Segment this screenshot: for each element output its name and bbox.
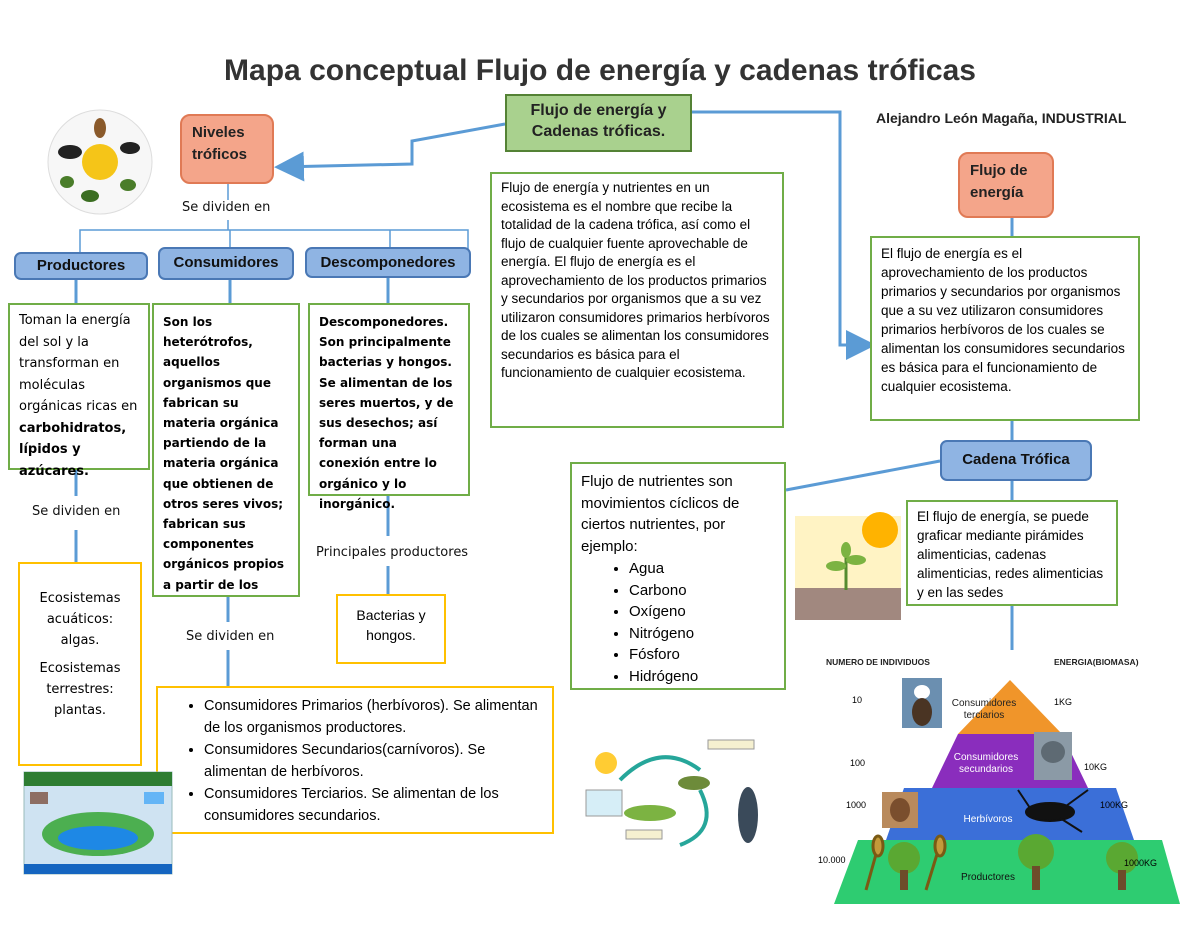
pyramid-right-header: ENERGIA(BIOMASA) [1054,657,1139,667]
pyramid-energy: 1000KG [1124,858,1158,868]
pyramid-count: 100 [850,758,866,768]
productores-text: Toman la energía del sol y la transforma… [19,313,138,414]
pyramid-count: 10 [852,695,863,705]
consumidores-node: Consumidores [158,247,294,280]
pyramid-energy: 10KG [1084,762,1108,772]
bacterias-hongos-box: Bacterias y hongos. [336,594,446,664]
nutrientes-intro: Flujo de nutrientes son movimientos cícl… [581,473,740,555]
wheat-icon [864,834,947,891]
pyramid-energy: 1KG [1054,697,1073,707]
nutriente-item: Agua [629,558,775,580]
consumidores-type-item: Consumidores Terciarios. Se alimentan de… [204,784,543,827]
pyramid-count: 1000 [846,800,867,810]
productores-description: Toman la energía del sol y la transforma… [8,303,150,479]
consumidores-description: Son los heterótrofos, aquellos organismo… [152,303,300,597]
ecosistemas-terrestres: Ecosistemas terrestres: plantas. [39,661,121,718]
ecosistemas-box: Ecosistemas acuáticos: algas. Ecosistema… [18,562,142,766]
nutriente-item: Fósforo [629,644,775,666]
consumidores-type-item: Consumidores Primarios (herbívoros). Se … [204,696,543,739]
page-title: Mapa conceptual Flujo de energía y caden… [224,54,976,87]
cricket-icon [1017,789,1089,833]
cadena-trofica-description: El flujo de energía, se puede graficar m… [906,500,1118,606]
pyramid-count: 10.000 [818,855,846,865]
flujo-energia-node: Flujo de energía [958,152,1054,218]
arrow-root-to-flujo [692,110,876,360]
consumidores-types-box: Consumidores Primarios (herbívoros). Se … [156,686,554,834]
author: Alejandro León Magaña, INDUSTRIAL [876,110,1127,126]
pyramid-level-label: Herbívoros [963,814,1013,825]
pyramid-level-label: Productores [961,872,1015,883]
pyramid-energy: 100KG [1100,800,1129,810]
productores-connector-label: Se dividen en [32,504,121,519]
productores-text-bold: carbohidratos, lípidos y azúcares. [19,420,127,479]
ecosistemas-acuaticos: Ecosistemas acuáticos: algas. [39,591,121,648]
productores-node: Productores [14,252,148,280]
root-description: Flujo de energía y nutrientes en un ecos… [490,172,784,428]
pyramid-level-label: Consumidores secundarios [953,752,1019,775]
pyramid-level-label: Consumidores terciarios [951,698,1017,721]
nutriente-item: Oxígeno [629,601,775,623]
niveles-troficos-node: Niveles tróficos [180,114,274,184]
pyramid-left-header: NUMERO DE INDIVIDUOS [826,657,930,667]
descomponedores-connector-label: Principales productores [316,545,469,560]
arrow-root-to-niveles [274,122,506,182]
flujo-energia-description: El flujo de energía es el aprovechamient… [870,236,1140,421]
pyramid-level-terciarios [958,680,1062,734]
nutriente-item: Hidrógeno [629,666,775,688]
consumidores-connector-label: Se dividen en [186,629,275,644]
nutriente-item: Carbono [629,580,775,602]
nutriente-item: Nitrógeno [629,623,775,645]
root-node: Flujo de energía y Cadenas tróficas. [505,94,692,152]
pyramid-level-productores [834,840,1180,904]
descomponedores-node: Descomponedores [305,247,471,278]
nutrientes-box: Flujo de nutrientes son movimientos cícl… [570,462,786,690]
tree-icon [888,834,1138,890]
descomponedores-description: Descomponedores. Son principalmente bact… [308,303,470,511]
consumidores-type-item: Consumidores Secundarios(carnívoros). Se… [204,740,543,783]
niveles-connector-label: Se dividen en [182,200,271,215]
cadena-trofica-node: Cadena Trófica [940,440,1092,481]
